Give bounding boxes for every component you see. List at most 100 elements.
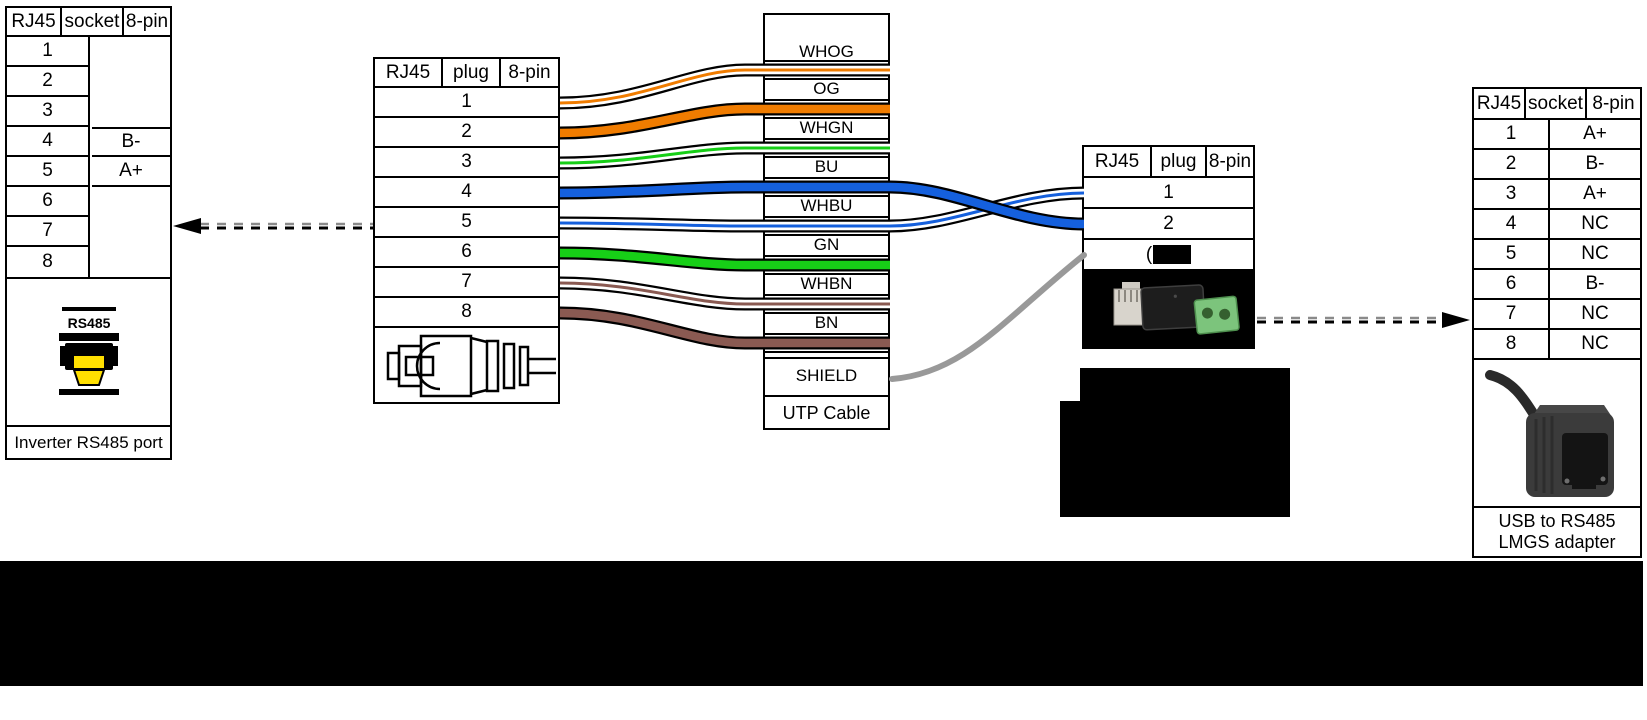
- rs485-port-icon: RS485: [58, 307, 119, 395]
- usb-adapter-row-7: 7 NC: [1474, 300, 1640, 330]
- usb-adapter-row-8: 8 NC: [1474, 330, 1640, 360]
- usb-adapter-header-socket: socket: [1526, 89, 1587, 118]
- inverter-port-image-cell: RS485: [7, 277, 170, 425]
- usb-signal-6: B-: [1585, 273, 1605, 294]
- utp-cable-table: WHOG OG WHGN BU WHBU GN WHBN BN SHIELD U…: [763, 13, 890, 430]
- wire-slot-bu: [765, 177, 888, 197]
- adapter-plug-table: RJ45 plug 8-pin 1 2 (: [1082, 145, 1255, 349]
- adapter-plug-pin-2: 2: [1084, 209, 1253, 240]
- adapter-plug-header-rj45: RJ45: [1084, 147, 1152, 176]
- left-arrowhead-icon: [173, 218, 201, 234]
- wire-slot-whgn: [765, 138, 888, 158]
- wire-slot-whbn: [765, 294, 888, 314]
- left-dashed-arrow: [173, 218, 373, 234]
- wire-label-whbu: WHBU: [800, 196, 853, 215]
- rj45-plug-image-cell: [375, 328, 558, 402]
- usb-adapter-row-1: 1 A+: [1474, 120, 1640, 150]
- inverter-pin-8: 8: [42, 251, 53, 272]
- inverter-pin-5: 5: [7, 157, 88, 187]
- rj45-plug-drawing-icon: [386, 334, 556, 398]
- usb-signal-5: NC: [1581, 243, 1609, 264]
- pin3-partial-glyph: (: [1145, 243, 1153, 265]
- shield-label: SHIELD: [795, 366, 858, 385]
- wire-label-bu: BU: [814, 157, 839, 176]
- utp-plug-pin-6: 6: [375, 238, 558, 268]
- inverter-pin-1: 1: [7, 37, 88, 67]
- inverter-header-8pin: 8-pin: [125, 10, 169, 32]
- wire-slot-bn: [765, 333, 888, 353]
- inverter-header-socket: socket: [62, 8, 124, 35]
- wire-label-gn: GN: [813, 235, 840, 254]
- usb-signal-8: NC: [1581, 333, 1609, 354]
- rs485-icon-label: RS485: [67, 315, 110, 331]
- usb-adapter-photo-cell: [1474, 360, 1640, 506]
- usb-signal-2: B-: [1585, 153, 1605, 174]
- adapter-plug-header-plug: plug: [1152, 147, 1207, 176]
- utp-plug-pin-1: 1: [375, 88, 558, 118]
- wire-slot-whbu: [765, 216, 888, 236]
- utp-plug-header: RJ45 plug 8-pin: [375, 59, 558, 88]
- usb-adapter-header-8pin: 8-pin: [1592, 92, 1635, 114]
- inverter-pin-6: 6: [7, 187, 88, 217]
- inverter-table-body: 1 2 3 4 5 6 7 8 B- A+: [7, 37, 170, 277]
- shield-wire: [889, 252, 1087, 382]
- utp-cable-caption: UTP Cable: [782, 403, 871, 423]
- inverter-port-table: RJ45 socket 8-pin 1 2 3 4 5 6 7 8 B- A+ …: [5, 6, 172, 460]
- wire-label-whgn: WHGN: [799, 118, 854, 137]
- usb-pin-5: 5: [1474, 240, 1550, 268]
- utp-caption-divider: [765, 395, 888, 397]
- wire-label-whbn: WHBN: [800, 274, 853, 293]
- usb-adapter-row-4: 4 NC: [1474, 210, 1640, 240]
- right-arrowhead-icon: [1442, 312, 1470, 328]
- usb-rs485-adapter-photo: [1485, 370, 1614, 497]
- inverter-pin-column: 1 2 3 4 5 6 7 8: [7, 37, 90, 277]
- usb-pin-8: 8: [1474, 330, 1550, 358]
- usb-adapter-row-6: 6 B-: [1474, 270, 1640, 300]
- inverter-pin-4: 4: [7, 127, 88, 157]
- utp-plug-pin-7: 7: [375, 268, 558, 298]
- shield-cell-divider: [765, 357, 888, 359]
- usb-adapter-header: RJ45 socket 8-pin: [1474, 89, 1640, 120]
- usb-pin-1: 1: [1474, 120, 1550, 148]
- adapter-plug-header: RJ45 plug 8-pin: [1084, 147, 1253, 178]
- wire-label-og: OG: [813, 79, 840, 98]
- inverter-header-rj45: RJ45: [7, 8, 62, 35]
- utp-plug-header-rj45: RJ45: [375, 59, 443, 86]
- utp-plug-pin-4: 4: [375, 178, 558, 208]
- usb-signal-4: NC: [1581, 213, 1609, 234]
- pin3-redaction-box: [1153, 245, 1192, 264]
- usb-signal-3: A+: [1583, 183, 1607, 204]
- adapter-photo-cell: [1084, 271, 1253, 347]
- wire-label-whog: WHOG: [799, 42, 854, 61]
- inverter-pin-7: 7: [7, 217, 88, 247]
- rj45-terminal-adapter-photo: [1086, 274, 1251, 344]
- utp-plug-pin-3: 3: [375, 148, 558, 178]
- adapter-plug-pin-3-redacted: (: [1084, 240, 1253, 271]
- utp-plug-pin-8: 8: [375, 298, 558, 328]
- wire-slot-whog: [765, 60, 888, 80]
- bottom-redaction-band: [0, 561, 1643, 686]
- usb-signal-1: A+: [1583, 123, 1607, 144]
- usb-signal-7: NC: [1581, 303, 1609, 324]
- utp-plug-header-8pin: 8-pin: [508, 61, 551, 83]
- usb-adapter-table: RJ45 socket 8-pin 1 A+ 2 B- 3 A+ 4 NC 5 …: [1472, 87, 1642, 558]
- usb-pin-7: 7: [1474, 300, 1550, 328]
- usb-adapter-row-2: 2 B-: [1474, 150, 1640, 180]
- utp-plug-pin-2: 2: [375, 118, 558, 148]
- adapter-plug-pin-1: 1: [1084, 178, 1253, 209]
- usb-pin-2: 2: [1474, 150, 1550, 178]
- inverter-signal-a-plus: A+: [92, 157, 170, 187]
- usb-pin-6: 6: [1474, 270, 1550, 298]
- inverter-pin-3: 3: [7, 97, 88, 127]
- usb-pin-4: 4: [1474, 210, 1550, 238]
- right-dashed-arrow: [1257, 312, 1470, 328]
- inverter-pin-2: 2: [7, 67, 88, 97]
- wire-slot-gn: [765, 255, 888, 275]
- usb-adapter-row-5: 5 NC: [1474, 240, 1640, 270]
- inverter-signal-b-minus: B-: [92, 127, 170, 157]
- wire-label-bn: BN: [814, 313, 839, 332]
- usb-adapter-header-rj45: RJ45: [1474, 89, 1526, 118]
- adapter-plug-header-8pin: 8-pin: [1208, 150, 1252, 172]
- usb-adapter-caption: USB to RS485 LMGS adapter: [1474, 506, 1640, 556]
